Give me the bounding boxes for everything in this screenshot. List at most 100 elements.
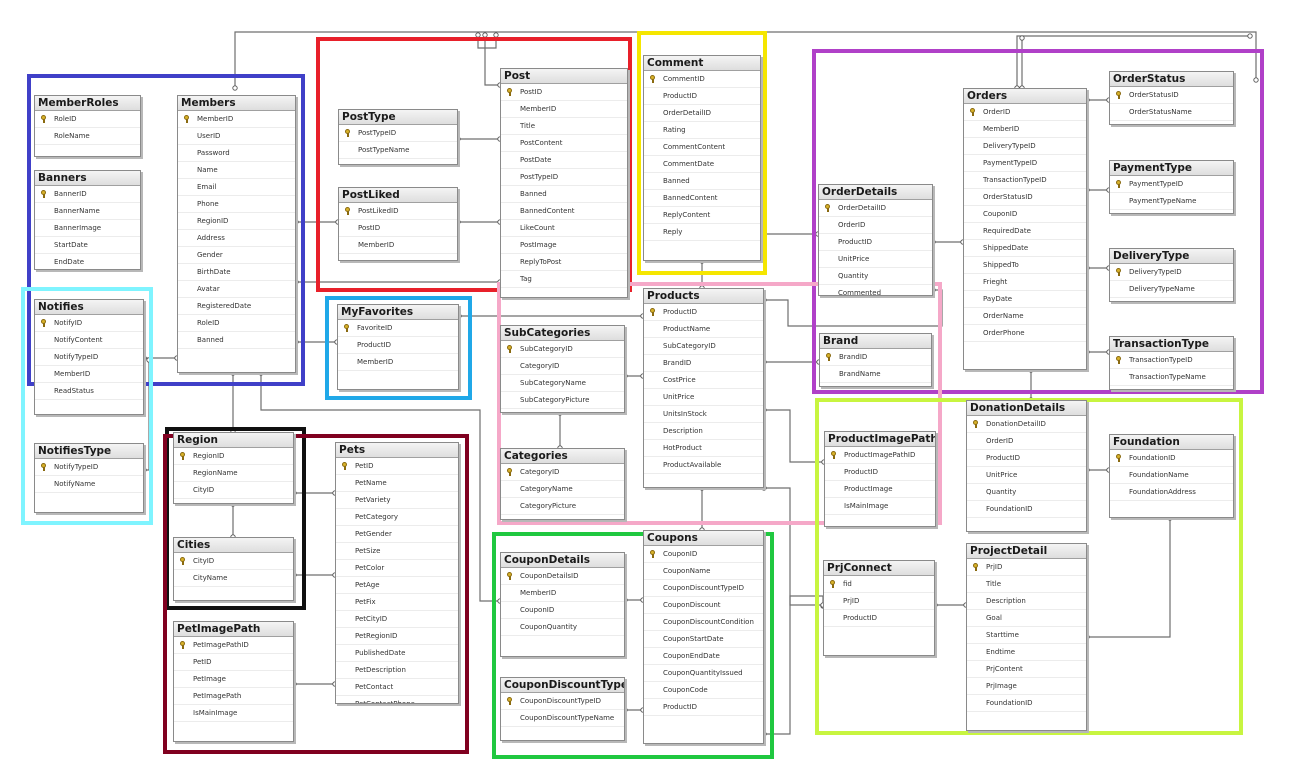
column-row[interactable]: PostID <box>339 220 457 237</box>
column-row[interactable]: ReadStatus <box>35 383 143 400</box>
column-row[interactable]: PetDescription <box>336 662 458 679</box>
column-row[interactable]: Banned <box>501 186 627 203</box>
column-row[interactable]: Password <box>178 145 295 162</box>
primary-key-column[interactable]: NotifyTypeID <box>35 459 143 476</box>
column-row[interactable]: Tag <box>501 271 627 288</box>
column-row[interactable]: Email <box>178 179 295 196</box>
column-row[interactable]: CostPrice <box>644 372 763 389</box>
primary-key-column[interactable]: CouponDiscountTypeID <box>501 693 624 710</box>
primary-key-column[interactable]: ProductID <box>644 304 763 321</box>
primary-key-column[interactable]: CouponID <box>644 546 763 563</box>
column-row[interactable]: RegionID <box>178 213 295 230</box>
column-row[interactable]: MemberID <box>35 366 143 383</box>
column-row[interactable]: MemberID <box>338 354 458 371</box>
primary-key-column[interactable]: PostID <box>501 84 627 101</box>
column-row[interactable]: CategoryID <box>501 358 624 375</box>
column-row[interactable]: CouponName <box>644 563 763 580</box>
column-row[interactable]: MemberID <box>339 237 457 254</box>
primary-key-column[interactable]: FavoriteID <box>338 320 458 337</box>
column-row[interactable]: ProductID <box>338 337 458 354</box>
column-row[interactable]: BrandName <box>820 366 931 383</box>
column-row[interactable]: Description <box>644 423 763 440</box>
column-row[interactable]: ProductID <box>644 699 763 716</box>
primary-key-column[interactable]: MemberID <box>178 111 295 128</box>
column-row[interactable]: PetColor <box>336 560 458 577</box>
column-row[interactable]: PrjID <box>824 593 934 610</box>
column-row[interactable]: CouponID <box>964 206 1086 223</box>
primary-key-column[interactable]: PostTypeID <box>339 125 457 142</box>
column-row[interactable]: FoundationID <box>967 501 1086 518</box>
column-row[interactable]: LikeCount <box>501 220 627 237</box>
column-row[interactable]: Starttime <box>967 627 1086 644</box>
column-row[interactable]: UnitPrice <box>967 467 1086 484</box>
primary-key-column[interactable]: CategoryID <box>501 464 624 481</box>
column-row[interactable]: ProductID <box>819 234 932 251</box>
column-row[interactable]: PostTypeID <box>501 169 627 186</box>
column-row[interactable]: PostContent <box>501 135 627 152</box>
column-row[interactable]: PublishedDate <box>336 645 458 662</box>
column-row[interactable]: OrderStatusID <box>964 189 1086 206</box>
column-row[interactable]: BrandID <box>644 355 763 372</box>
primary-key-column[interactable]: BannerID <box>35 186 140 203</box>
column-row[interactable]: CouponStartDate <box>644 631 763 648</box>
column-row[interactable]: PetVariety <box>336 492 458 509</box>
column-row[interactable]: IsMainImage <box>825 498 935 515</box>
column-row[interactable]: UnitPrice <box>819 251 932 268</box>
column-row[interactable]: Banned <box>178 332 295 349</box>
primary-key-column[interactable]: PrjID <box>967 559 1086 576</box>
column-row[interactable]: PetCityID <box>336 611 458 628</box>
column-row[interactable]: UnitPrice <box>644 389 763 406</box>
column-row[interactable]: OrderID <box>819 217 932 234</box>
primary-key-column[interactable]: ProductImagePathID <box>825 447 935 464</box>
column-row[interactable]: MemberID <box>501 585 624 602</box>
column-row[interactable]: EndDate <box>35 254 140 269</box>
column-row[interactable]: PaymentTypeName <box>1110 193 1233 210</box>
column-row[interactable]: HotProduct <box>644 440 763 457</box>
column-row[interactable]: ReplyContent <box>644 207 760 224</box>
column-row[interactable]: PrjContent <box>967 661 1086 678</box>
column-row[interactable]: TransactionTypeName <box>1110 369 1233 386</box>
column-row[interactable]: CouponQuantityIssued <box>644 665 763 682</box>
column-row[interactable]: RequiredDate <box>964 223 1086 240</box>
column-row[interactable]: CouponQuantity <box>501 619 624 636</box>
column-row[interactable]: ProductImage <box>825 481 935 498</box>
column-row[interactable]: SubCategoryName <box>501 375 624 392</box>
primary-key-column[interactable]: DonationDetailID <box>967 416 1086 433</box>
primary-key-column[interactable]: DeliveryTypeID <box>1110 264 1233 281</box>
column-row[interactable]: Title <box>501 118 627 135</box>
column-row[interactable]: Frieght <box>964 274 1086 291</box>
primary-key-column[interactable]: OrderDetailID <box>819 200 932 217</box>
column-row[interactable]: ProductName <box>644 321 763 338</box>
column-row[interactable]: OrderName <box>964 308 1086 325</box>
column-row[interactable]: SubCategoryID <box>644 338 763 355</box>
primary-key-column[interactable]: fid <box>824 576 934 593</box>
column-row[interactable]: BannedContent <box>501 203 627 220</box>
column-row[interactable]: Quantity <box>819 268 932 285</box>
column-row[interactable]: Goal <box>967 610 1086 627</box>
column-row[interactable]: RegisteredDate <box>178 298 295 315</box>
column-row[interactable]: BirthDate <box>178 264 295 281</box>
column-row[interactable]: NotifyTypeID <box>35 349 143 366</box>
column-row[interactable]: Description <box>967 593 1086 610</box>
column-row[interactable]: CityName <box>174 570 293 587</box>
primary-key-column[interactable]: NotifyID <box>35 315 143 332</box>
column-row[interactable]: PetRegionID <box>336 628 458 645</box>
column-row[interactable]: CategoryPicture <box>501 498 624 515</box>
column-row[interactable]: PostDate <box>501 152 627 169</box>
